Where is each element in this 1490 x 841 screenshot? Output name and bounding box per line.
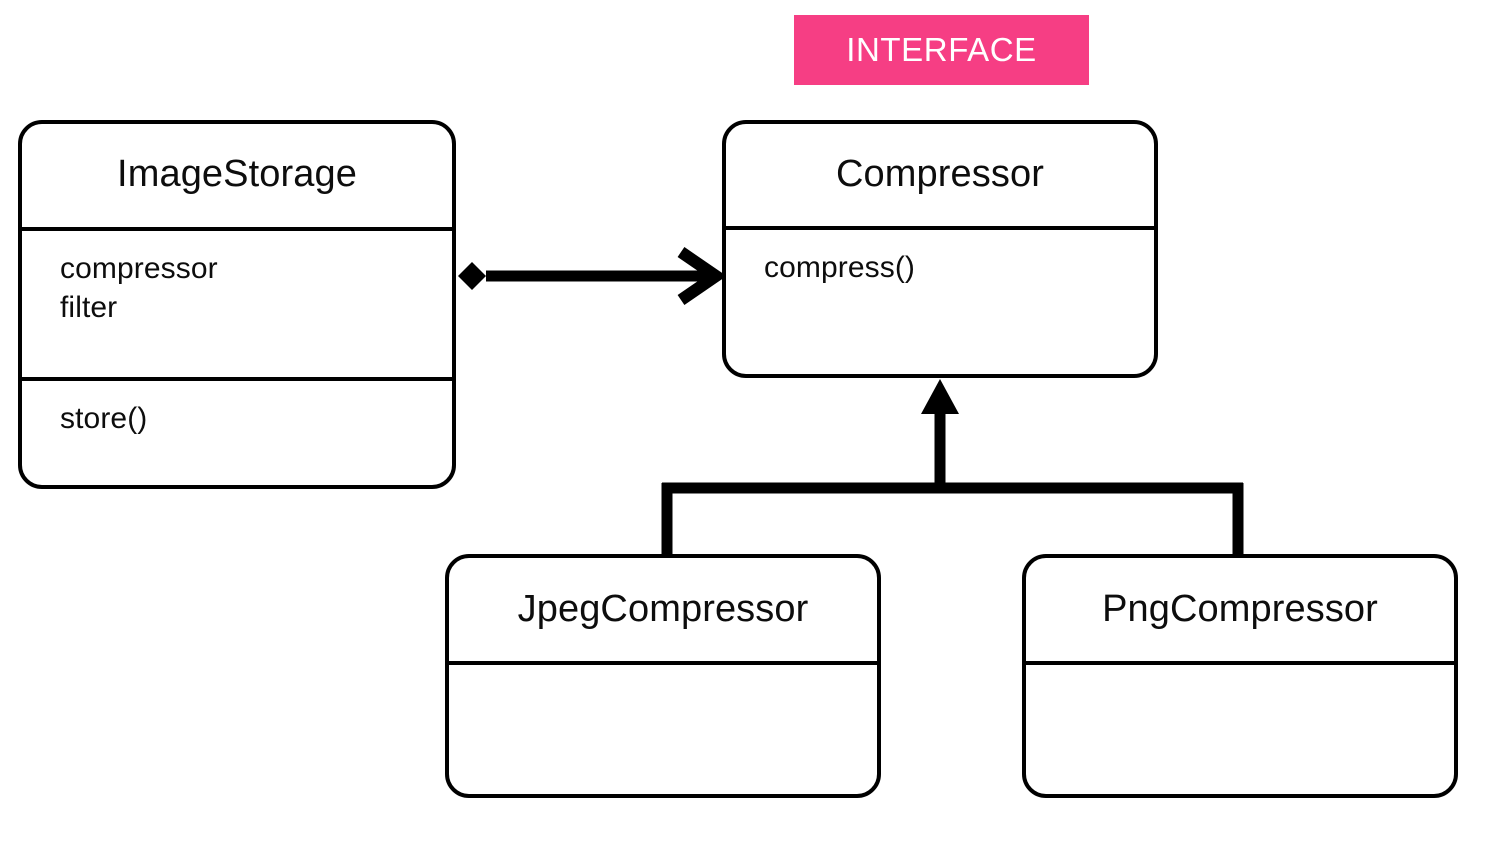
members-compartment-jpegcompressor [449,665,877,794]
method-item: store() [60,402,148,436]
method-item: compress() [764,251,916,285]
class-divider [449,661,877,665]
generalization-connector-subclasses-compressor [661,379,1244,558]
class-box-jpegcompressor[interactable]: JpegCompressor [445,554,881,798]
class-box-pngcompressor[interactable]: PngCompressor [1022,554,1458,798]
filled-triangle-icon [921,379,959,414]
methods-compartment-imagestorage: store() [22,381,452,485]
methods-compartment-compressor: compress() [726,230,1154,374]
class-divider [726,226,1154,231]
class-divider [1026,661,1454,665]
class-name-jpegcompressor: JpegCompressor [517,587,809,630]
class-box-compressor[interactable]: Compressor compress() [722,120,1158,378]
class-divider [22,226,452,231]
members-compartment-pngcompressor [1026,665,1454,794]
class-name-pngcompressor: PngCompressor [1102,587,1378,630]
class-divider [22,377,452,382]
attribute-item: compressor [60,251,218,285]
open-arrowhead-icon [677,247,727,305]
attributes-compartment-imagestorage: compressor filter [22,231,452,377]
interface-badge-label: INTERFACE [846,31,1037,68]
class-name-compressor: Compressor [836,153,1044,196]
interface-stereotype-badge: INTERFACE [794,15,1089,85]
composition-connector-imagestorage-compressor [458,247,727,305]
class-name-imagestorage: ImageStorage [117,153,357,196]
class-box-imagestorage[interactable]: ImageStorage compressor filter store() [18,120,456,489]
attribute-item: filter [60,290,118,324]
filled-diamond-icon [458,262,486,290]
